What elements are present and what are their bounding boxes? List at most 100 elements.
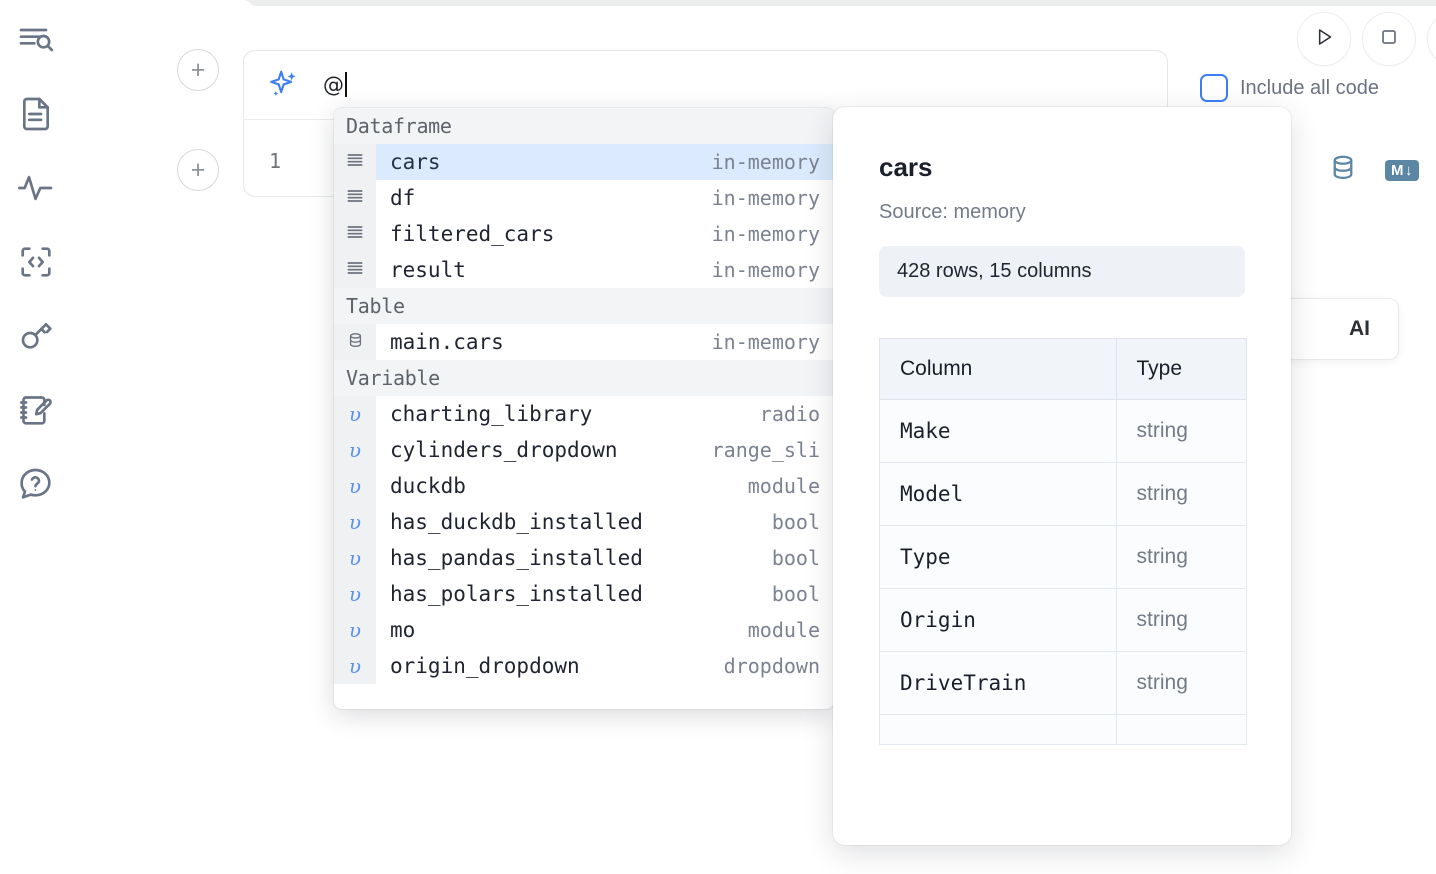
cell-right-icons: M↓	[1327, 152, 1419, 189]
sidebar-item-files[interactable]	[14, 92, 58, 136]
run-cell-button[interactable]	[1297, 12, 1351, 66]
autocomplete-item-icon	[334, 324, 376, 360]
autocomplete-item-icon	[334, 216, 376, 252]
help-chat-icon	[16, 464, 56, 504]
add-cell-button-bottom[interactable]: +	[177, 149, 219, 191]
text-caret	[345, 72, 348, 97]
dataframe-rows-icon	[345, 150, 365, 174]
autocomplete-item-type: radio	[759, 402, 820, 426]
autocomplete-item-name: has_polars_installed	[390, 582, 643, 606]
autocomplete-item-type: in-memory	[711, 222, 820, 246]
previous-cell-shadow	[249, 0, 1436, 6]
column-header-type: Type	[1115, 338, 1248, 400]
code-snippet-icon	[16, 242, 56, 282]
add-cell-button-top[interactable]: +	[177, 49, 219, 91]
autocomplete-item-type: in-memory	[711, 330, 820, 354]
preview-source: Source: memory	[879, 201, 1026, 223]
autocomplete-item-icon: υ	[334, 540, 376, 576]
autocomplete-item-origin-dropdown[interactable]: υ origin_dropdown dropdown	[334, 648, 834, 684]
autocomplete-group-header: Table	[334, 288, 834, 324]
autocomplete-item-type: module	[747, 474, 820, 498]
sidebar-item-help[interactable]	[14, 462, 58, 506]
include-all-code-checkbox[interactable]	[1200, 74, 1228, 102]
sparkle-ai-icon	[267, 68, 301, 102]
play-triangle-icon	[1311, 24, 1337, 55]
autocomplete-item-name: origin_dropdown	[390, 654, 580, 678]
sidebar-item-scratchpad[interactable]	[14, 388, 58, 432]
autocomplete-item-has-pandas-installed[interactable]: υ has_pandas_installed bool	[334, 540, 834, 576]
table-header-row: Column Type	[879, 338, 1248, 400]
schema-column-name: Make	[879, 399, 1117, 463]
outline-search-icon	[16, 20, 56, 60]
autocomplete-item-filtered-cars[interactable]: filtered_cars in-memory	[334, 216, 834, 252]
sidebar-item-secrets[interactable]	[14, 314, 58, 358]
markdown-badge-letter: M	[1391, 162, 1404, 179]
table-row: Make string	[879, 399, 1248, 463]
dataframe-rows-icon	[345, 258, 365, 282]
table-row: DriveTrain string	[879, 651, 1248, 715]
schema-column-name: Model	[879, 462, 1117, 526]
sidebar-item-activity[interactable]	[14, 166, 58, 210]
include-all-code-row: Include all code	[1200, 74, 1379, 102]
autocomplete-item-icon: υ	[334, 468, 376, 504]
autocomplete-item-name: filtered_cars	[390, 222, 555, 246]
markdown-badge[interactable]: M↓	[1385, 160, 1419, 181]
table-row: Model string	[879, 462, 1248, 526]
autocomplete-item-type: in-memory	[711, 150, 820, 174]
autocomplete-item-main-cars[interactable]: main.cars in-memory	[334, 324, 834, 360]
preview-stats-badge: 428 rows, 15 columns	[879, 246, 1245, 297]
database-icon	[346, 331, 365, 354]
table-row-truncated	[879, 714, 1248, 745]
table-row: Type string	[879, 525, 1248, 589]
autocomplete-item-name: result	[390, 258, 466, 282]
dataframe-preview-panel: cars Source: memory 428 rows, 15 columns…	[833, 107, 1291, 845]
autocomplete-item-name: df	[390, 186, 416, 210]
sidebar-item-snippets[interactable]	[14, 240, 58, 284]
schema-column-type: string	[1115, 525, 1248, 589]
line-number: 1	[268, 149, 282, 173]
activity-pulse-icon	[16, 168, 56, 208]
generate-with-ai-label: AI	[1349, 317, 1370, 340]
column-header-column: Column	[879, 338, 1117, 400]
autocomplete-group-header: Variable	[334, 360, 834, 396]
schema-column-type: string	[1115, 588, 1248, 652]
ai-prompt-bar: @	[243, 50, 1168, 118]
autocomplete-item-icon: υ	[334, 396, 376, 432]
autocomplete-item-type: dropdown	[723, 654, 820, 678]
variable-icon: υ	[348, 438, 362, 462]
preview-title: cars	[879, 152, 933, 182]
stop-square-icon	[1376, 24, 1402, 55]
autocomplete-item-type: bool	[771, 546, 820, 570]
database-icon[interactable]	[1327, 152, 1359, 189]
variable-icon: υ	[348, 654, 362, 678]
ai-prompt-input[interactable]: @	[301, 51, 1167, 118]
autocomplete-item-icon: υ	[334, 504, 376, 540]
autocomplete-item-name: main.cars	[390, 330, 504, 354]
variable-icon: υ	[348, 618, 362, 642]
autocomplete-item-type: range_sli	[711, 438, 820, 462]
secrets-key-icon	[16, 316, 56, 356]
autocomplete-item-icon: υ	[334, 432, 376, 468]
scratchpad-edit-icon	[16, 390, 56, 430]
more-actions-button[interactable]	[1427, 12, 1436, 66]
dataframe-rows-icon	[345, 222, 365, 246]
autocomplete-item-name: has_pandas_installed	[390, 546, 643, 570]
autocomplete-item-icon	[334, 144, 376, 180]
sidebar-item-outline[interactable]	[14, 18, 58, 62]
plus-icon: +	[190, 155, 206, 184]
autocomplete-item-name: mo	[390, 618, 416, 642]
dataframe-rows-icon	[345, 186, 365, 210]
stop-cell-button[interactable]	[1362, 12, 1416, 66]
